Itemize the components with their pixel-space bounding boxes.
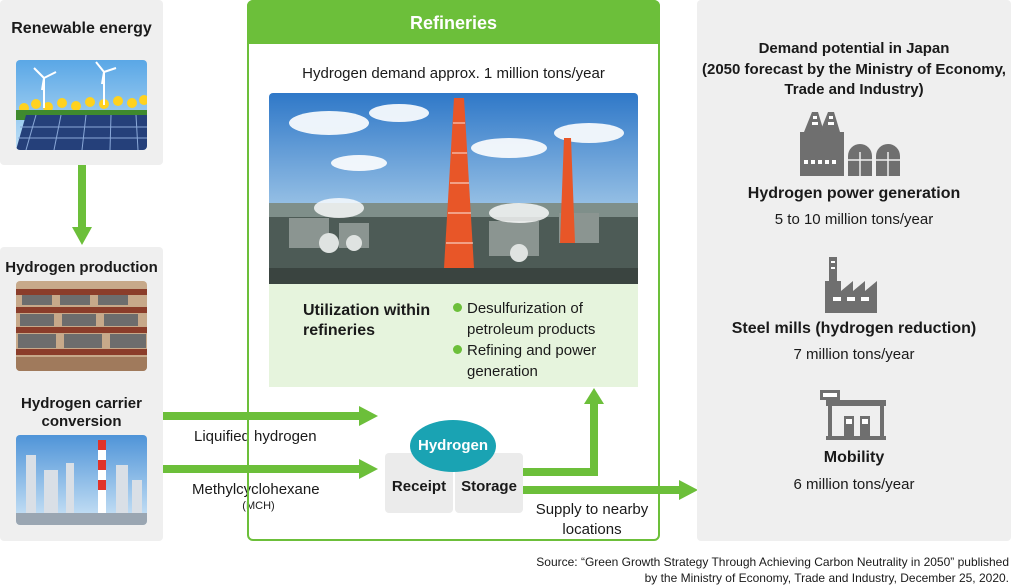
utilization-bullet-2: Refining and power generation	[453, 340, 628, 382]
refineries-title: Refineries	[247, 0, 660, 44]
utilization-box	[269, 284, 638, 387]
bullet-1-text: Desulfurization of petroleum products	[467, 300, 596, 338]
hydrogen-badge: Hydrogen	[410, 420, 496, 472]
renewable-energy-title: Renewable energy	[11, 20, 152, 37]
hydrogen-production-title: Hydrogen production	[5, 259, 158, 276]
refinery-photo	[269, 93, 638, 284]
storage-label: Storage	[461, 478, 517, 495]
arrow-up-icon	[520, 388, 604, 476]
arrow-down-icon	[72, 165, 92, 245]
mch-abbreviation: (MCH)	[242, 500, 275, 512]
source-line-2: by the Ministry of Economy, Trade and In…	[644, 571, 1009, 585]
demand-title-line2: (2050 forecast by the Ministry of Econom…	[702, 61, 1006, 78]
arrow-right-mch-icon	[163, 459, 378, 479]
utilization-bullet-1: Desulfurization of petroleum products	[453, 298, 628, 340]
bullet-dot-icon	[453, 303, 462, 312]
demand-item-2-label: Steel mills (hydrogen reduction)	[731, 320, 977, 337]
supply-label: Supply to nearby locations	[535, 501, 649, 538]
hydrogen-carrier-title: Hydrogen carrier conversion	[21, 395, 142, 430]
arrow-right-liquified-icon	[163, 406, 378, 426]
demand-item-1-value: 5 to 10 million tons/year	[774, 211, 934, 228]
source-line-1: Source: “Green Growth Strategy Through A…	[536, 555, 1009, 569]
hydrogen-carrier-photo	[16, 435, 147, 525]
demand-item-3-label: Mobility	[823, 449, 885, 466]
liquified-hydrogen-label: Liquified hydrogen	[194, 428, 317, 445]
demand-item-3-value: 6 million tons/year	[793, 476, 915, 493]
bullet-2-text: Refining and power generation	[467, 342, 597, 380]
power-plant-icon	[800, 112, 900, 176]
demand-title-line3: Trade and Industry)	[784, 81, 924, 98]
mch-label: Methylcyclohexane	[192, 481, 320, 498]
receipt-label: Receipt	[391, 478, 447, 495]
demand-panel	[697, 0, 1011, 541]
gas-station-icon	[820, 390, 886, 440]
arrow-supply-icon	[523, 480, 698, 500]
demand-title-line1: Demand potential in Japan	[758, 40, 950, 57]
bullet-dot-icon	[453, 345, 462, 354]
renewable-energy-photo	[16, 60, 147, 150]
demand-item-2-value: 7 million tons/year	[793, 346, 915, 363]
utilization-title: Utilization within refineries	[303, 302, 431, 339]
demand-item-1-label: Hydrogen power generation	[747, 185, 961, 202]
refineries-demand: Hydrogen demand approx. 1 million tons/y…	[302, 65, 605, 82]
factory-icon	[825, 257, 877, 313]
hydrogen-production-photo	[16, 281, 147, 371]
